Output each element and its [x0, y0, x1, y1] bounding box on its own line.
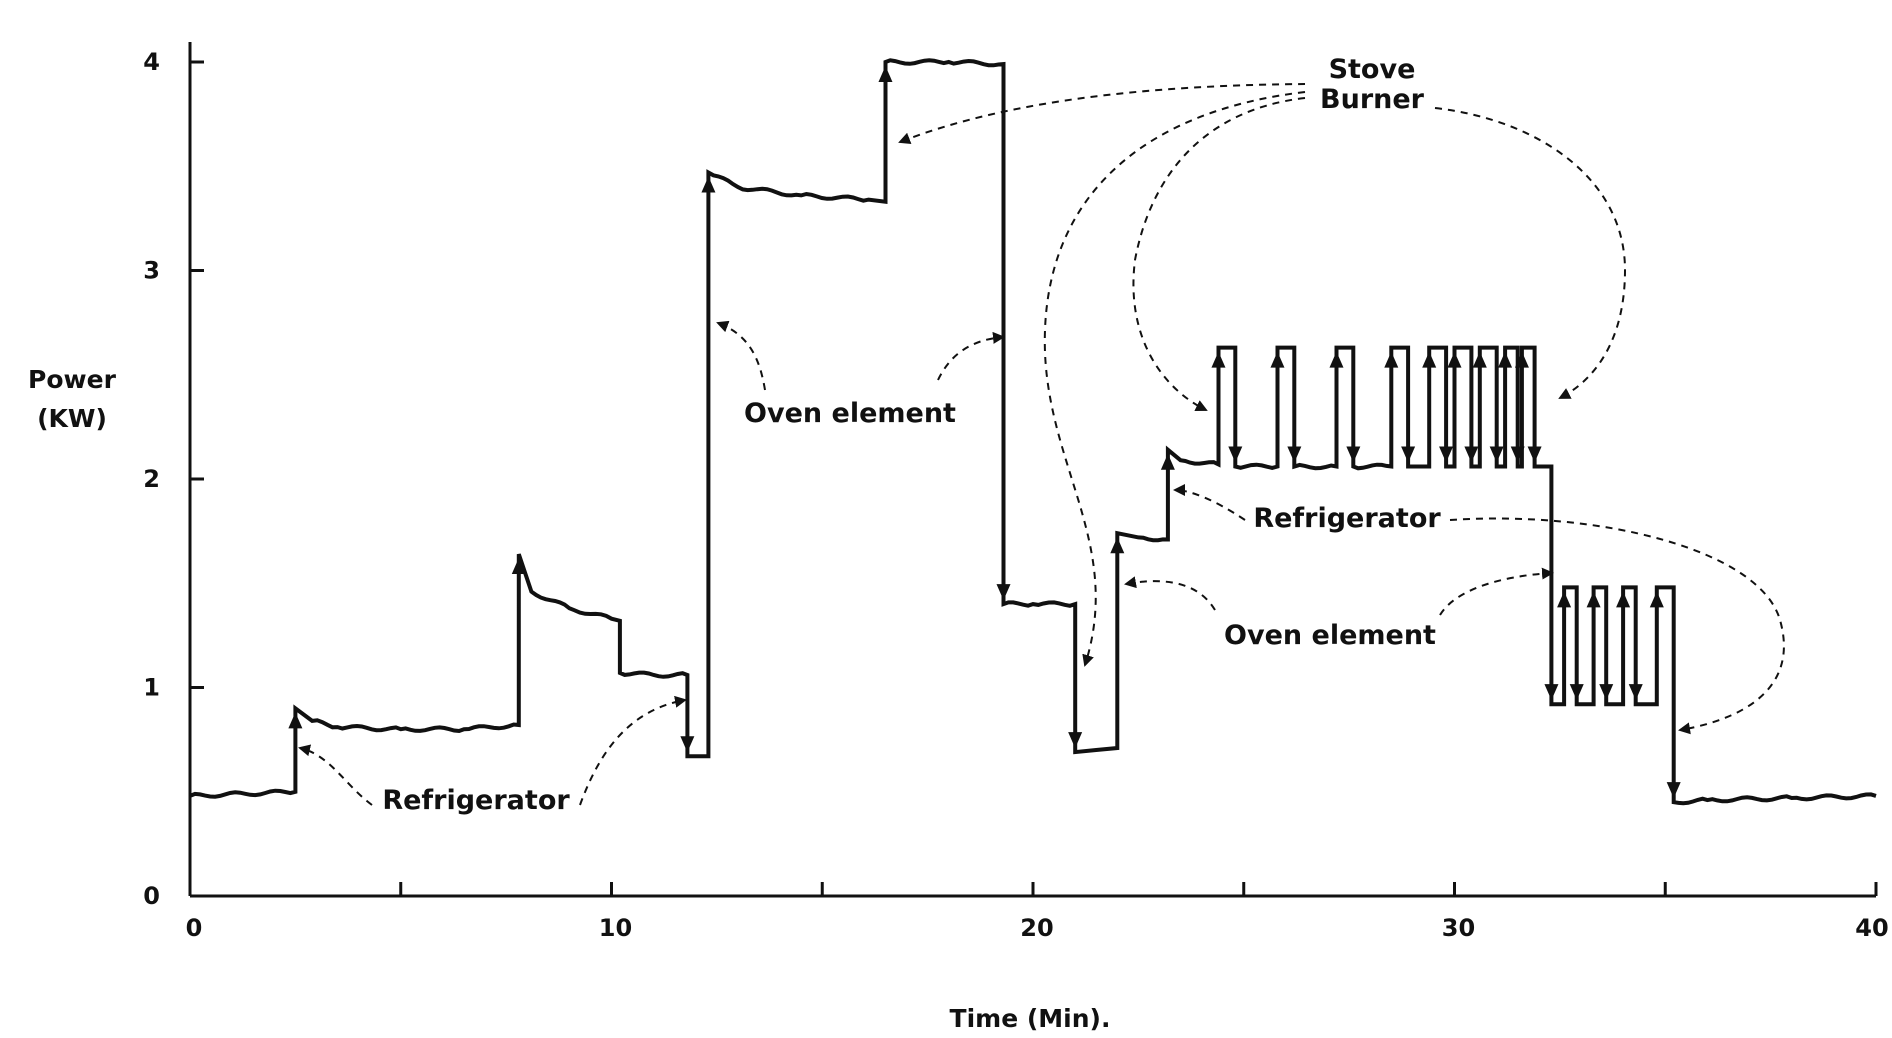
- leader-stove-burner-to-16min: [898, 83, 1306, 144]
- step-arrowhead: [1447, 351, 1462, 368]
- leader-refrigerator-to-2min: [298, 744, 373, 806]
- step-arrowhead: [1422, 351, 1437, 368]
- leader-oven-element-to-12min: [716, 320, 766, 391]
- leader-oven-element-to-19min: [937, 331, 1005, 381]
- step-arrowhead: [1228, 446, 1243, 463]
- step-arrowhead: [1544, 684, 1559, 701]
- x-tick-label: 30: [1442, 914, 1475, 942]
- step-arrowhead: [1068, 732, 1083, 749]
- step-arrowhead: [1666, 782, 1681, 799]
- step-arrowhead: [1569, 684, 1584, 701]
- step-arrowhead: [1346, 446, 1361, 463]
- step-arrowhead: [1329, 351, 1344, 368]
- step-arrowhead: [996, 584, 1011, 601]
- step-arrowhead: [1270, 351, 1285, 368]
- step-arrowhead: [701, 176, 716, 193]
- step-arrowhead: [1464, 446, 1479, 463]
- step-arrowhead: [1110, 537, 1125, 554]
- step-arrowhead: [1160, 453, 1175, 470]
- step-arrowhead: [1527, 446, 1542, 463]
- y-tick-marks: [190, 60, 204, 898]
- leader-refrigerator-to-11min: [579, 695, 687, 806]
- step-arrowhead: [1557, 591, 1572, 608]
- step-arrowhead: [1514, 351, 1529, 368]
- leader-refrigerator-to-23min: [1173, 484, 1246, 521]
- step-arrowhead: [1401, 446, 1416, 463]
- y-tick-label: 0: [143, 882, 160, 910]
- step-arrowhead: [1586, 591, 1601, 608]
- y-tick-label: 2: [143, 465, 160, 493]
- leader-refrigerator-to-35min: [1449, 517, 1785, 735]
- annotation-refrigerator-upper: Refrigerator: [1253, 503, 1441, 534]
- x-tick-label: 20: [1020, 914, 1053, 942]
- y-axis-label-line-1: Power: [28, 365, 117, 394]
- power-trace-line: [189, 58, 1877, 806]
- leader-stove-burner-to-32min: [1434, 107, 1627, 399]
- y-tick-label: 3: [143, 257, 160, 285]
- x-axis-label: Time (Min).: [950, 1004, 1111, 1033]
- annotation-oven-element-upper: Oven element: [744, 398, 956, 429]
- leader-oven-element-lower-to-22min: [1124, 576, 1216, 611]
- x-tick-label: 0: [186, 914, 203, 942]
- annotation-stove-burner-line-2: Burner: [1320, 84, 1425, 115]
- step-arrowhead: [288, 712, 303, 729]
- step-arrowhead: [878, 66, 893, 82]
- y-tick-label: 4: [143, 48, 160, 76]
- x-tick-marks: [188, 882, 1878, 896]
- step-arrowhead: [1510, 446, 1525, 463]
- x-tick-label: 10: [599, 914, 632, 942]
- annotation-leaders: [298, 83, 1785, 806]
- x-tick-labels: 0 10 20 30 40: [186, 914, 1889, 942]
- step-arrowhead: [1649, 591, 1664, 608]
- leader-stove-burner-to-24min: [1132, 97, 1306, 412]
- step-arrowhead: [1287, 446, 1302, 463]
- step-arrowhead: [1489, 446, 1504, 463]
- y-tick-label: 1: [143, 674, 160, 702]
- step-arrowhead: [1599, 684, 1614, 701]
- step-arrowhead: [511, 558, 526, 575]
- y-tick-labels: 0 1 2 3 4: [143, 48, 160, 910]
- x-tick-label: 40: [1855, 914, 1888, 942]
- step-arrowhead: [1211, 351, 1226, 368]
- leader-stove-burner-to-21min: [1043, 91, 1306, 667]
- annotation-refrigerator-lower: Refrigerator: [382, 785, 570, 816]
- step-arrowhead: [1472, 351, 1487, 368]
- annotation-oven-element-lower: Oven element: [1224, 620, 1436, 651]
- annotation-stove-burner-line-1: Stove: [1329, 54, 1416, 85]
- y-axis-label-line-2: (KW): [37, 404, 107, 433]
- step-arrowhead: [1616, 591, 1631, 608]
- step-arrowhead: [1439, 446, 1454, 463]
- step-arrowhead: [1498, 351, 1513, 368]
- step-arrowhead: [1384, 351, 1399, 368]
- step-arrowhead: [680, 736, 695, 753]
- step-arrowheads: [288, 66, 1681, 799]
- step-arrowhead: [1628, 684, 1643, 701]
- leader-oven-element-lower-to-32min: [1439, 567, 1554, 616]
